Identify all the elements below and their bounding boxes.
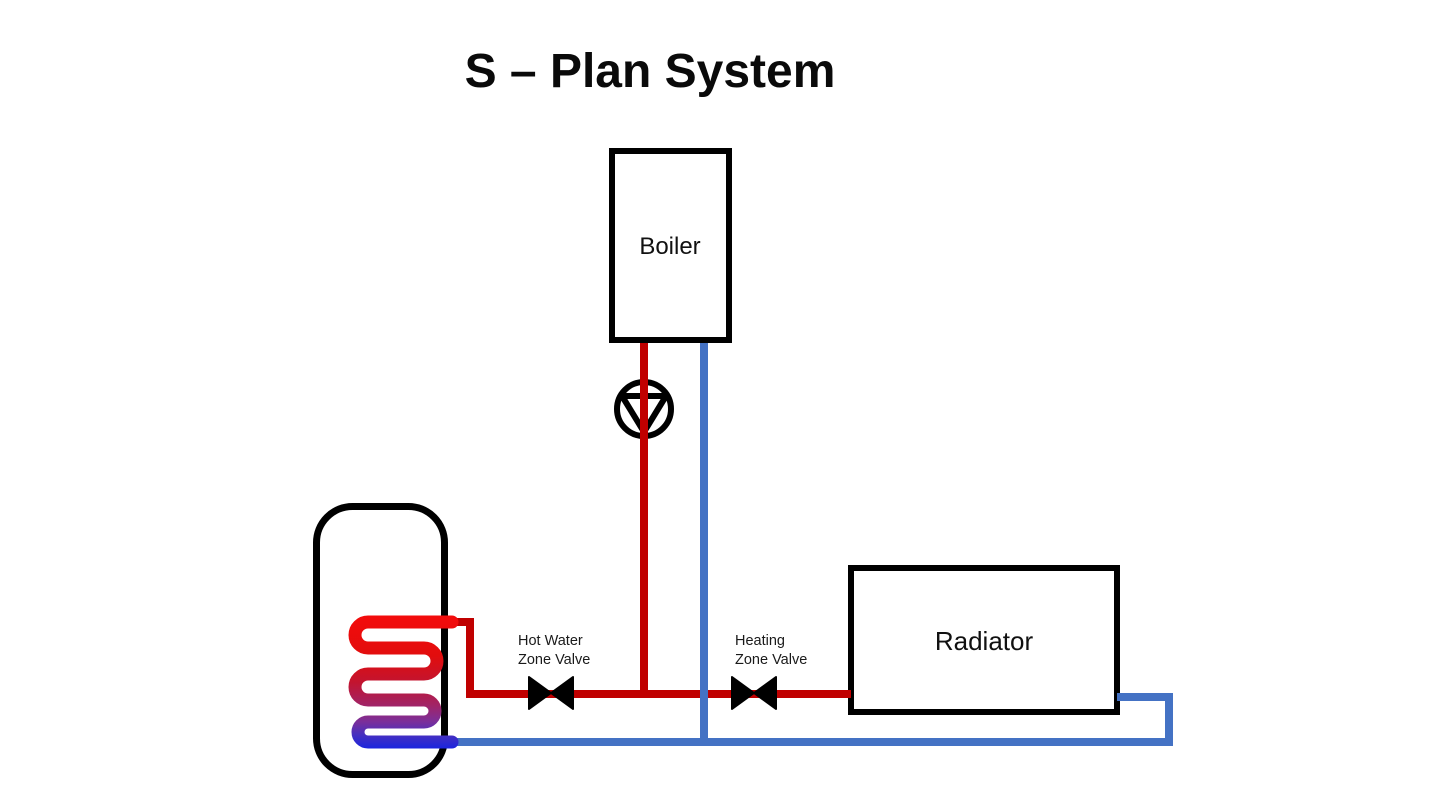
heating-zone-valve-label-line1: Heating [735, 633, 785, 649]
boiler-label: Boiler [639, 233, 700, 260]
radiator-label: Radiator [935, 626, 1034, 656]
heating-zone-valve-icon [731, 676, 777, 710]
return-pipe-main [450, 693, 1173, 746]
hot-water-valve-left-triangle [528, 676, 552, 710]
heating-valve-right-triangle [753, 676, 777, 710]
hot-water-valve-right-triangle [550, 676, 574, 710]
heating-valve-left-triangle [731, 676, 755, 710]
hot-water-zone-valve-label-line1: Hot Water [518, 633, 583, 649]
boiler-box [609, 148, 732, 343]
hot-water-zone-valve-label-line2: Zone Valve [518, 652, 590, 668]
flow-pipe-main [452, 618, 851, 698]
heating-zone-valve-label-line2: Zone Valve [735, 652, 807, 668]
diagram-title: S – Plan System [465, 45, 836, 98]
hot-water-cylinder [313, 503, 448, 778]
radiator-box [848, 565, 1120, 715]
cylinder-coil [348, 615, 459, 749]
hot-water-zone-valve-icon [528, 676, 574, 710]
